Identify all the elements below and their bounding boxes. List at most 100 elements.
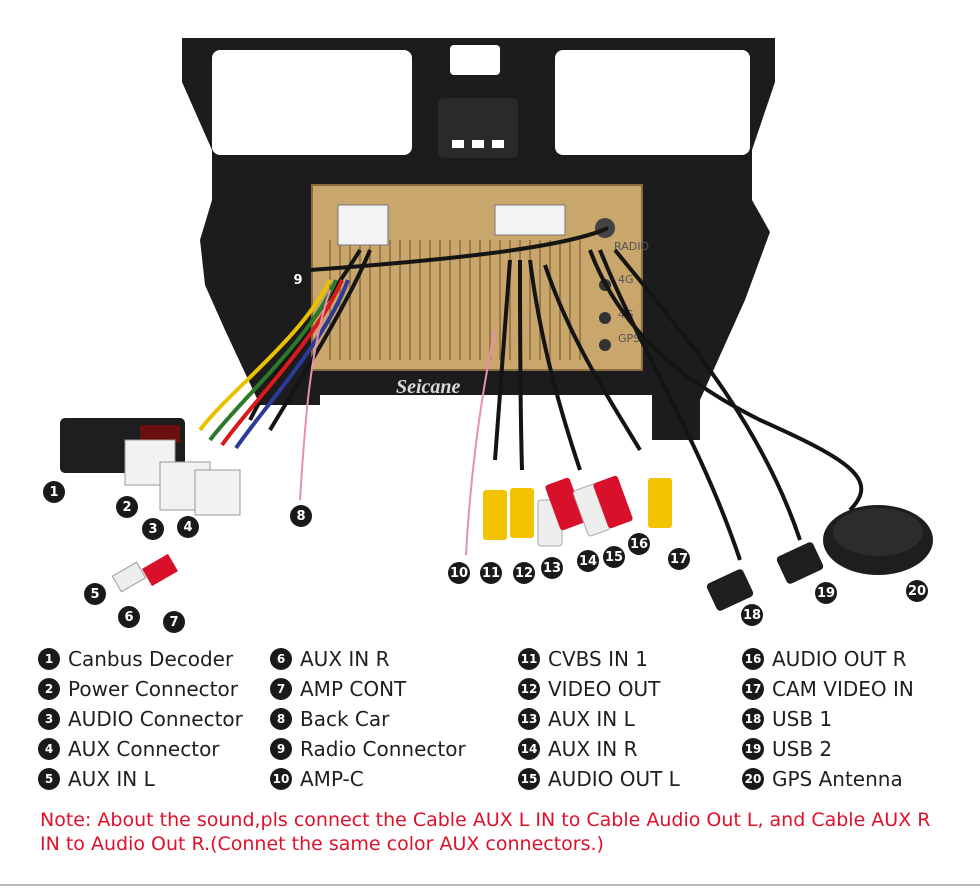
radio-port-label: RADIO bbox=[614, 240, 649, 253]
legend-label: Back Car bbox=[300, 707, 390, 731]
legend-item: 17 CAM VIDEO IN bbox=[742, 674, 914, 704]
usb-2-connector bbox=[776, 542, 824, 584]
legend-label: USB 2 bbox=[772, 737, 833, 761]
callout-badge: 17 bbox=[668, 548, 690, 570]
legend-label: Power Connector bbox=[68, 677, 238, 701]
aux-in-l-plug bbox=[111, 561, 147, 593]
legend-item: 14 AUX IN R bbox=[518, 734, 680, 764]
legend-label: AUDIO OUT R bbox=[772, 647, 907, 671]
legend-number: 14 bbox=[518, 738, 540, 760]
legend-label: AUX IN R bbox=[548, 737, 638, 761]
legend-number: 4 bbox=[38, 738, 60, 760]
legend-label: AMP CONT bbox=[300, 677, 407, 701]
frame-window-right bbox=[555, 50, 750, 155]
frame-window-left bbox=[212, 50, 412, 155]
callout-badge: 18 bbox=[741, 604, 763, 626]
legend-label: AUX IN R bbox=[300, 647, 390, 671]
callout-badge: 7 bbox=[163, 611, 185, 633]
legend-label: GPS Antenna bbox=[772, 767, 903, 791]
legend-number: 12 bbox=[518, 678, 540, 700]
legend-number: 3 bbox=[38, 708, 60, 730]
rca-video-out bbox=[510, 488, 534, 538]
legend-number: 9 bbox=[270, 738, 292, 760]
legend-item: 9 Radio Connector bbox=[270, 734, 466, 764]
legend-number: 2 bbox=[38, 678, 60, 700]
divider bbox=[0, 884, 980, 886]
legend-number: 8 bbox=[270, 708, 292, 730]
legend-number: 6 bbox=[270, 648, 292, 670]
legend-item: 12 VIDEO OUT bbox=[518, 674, 680, 704]
legend-item: 16 AUDIO OUT R bbox=[742, 644, 914, 674]
legend-item: 15 AUDIO OUT L bbox=[518, 764, 680, 794]
cable-bundle bbox=[248, 226, 864, 561]
callout-badge: 20 bbox=[906, 580, 928, 602]
legend-item: 20 GPS Antenna bbox=[742, 764, 914, 794]
legend-column-1: 1 Canbus Decoder 2 Power Connector 3 AUDIO … bbox=[38, 644, 243, 794]
rca-cam-video-in bbox=[648, 478, 672, 528]
rca-cvbs-in-1 bbox=[483, 490, 507, 540]
legend-number: 10 bbox=[270, 768, 292, 790]
callout-badge: 16 bbox=[628, 533, 650, 555]
callout-badge: 2 bbox=[116, 496, 138, 518]
legend-number: 17 bbox=[742, 678, 764, 700]
rear-port-block bbox=[494, 204, 566, 236]
legend-number: 11 bbox=[518, 648, 540, 670]
legend-item: 18 USB 1 bbox=[742, 704, 914, 734]
wiring-diagram: RADIO 4G 4G GPS Seicane bbox=[43, 38, 933, 633]
legend-number: 1 bbox=[38, 648, 60, 670]
legend-label: AMP-C bbox=[300, 767, 364, 791]
gps-port-label: GPS bbox=[618, 332, 640, 345]
rca-audio-out-r bbox=[593, 475, 633, 529]
callout-badge: 12 bbox=[513, 562, 535, 584]
aux-in-r-plug bbox=[142, 553, 178, 587]
sound-connection-note: Note: About the sound,pls connect the Ca… bbox=[40, 809, 931, 855]
legend-label: Radio Connector bbox=[300, 737, 466, 761]
legend-label: AUDIO OUT L bbox=[548, 767, 680, 791]
callout-badge: 4 bbox=[177, 516, 199, 538]
aux-connector bbox=[194, 469, 241, 516]
legend-item: 8 Back Car bbox=[270, 704, 466, 734]
legend-number: 15 bbox=[518, 768, 540, 790]
callout-badge: 9 bbox=[287, 269, 309, 291]
legend-label: VIDEO OUT bbox=[548, 677, 661, 701]
rear-port-block bbox=[337, 204, 389, 246]
legend-label: AUX IN L bbox=[548, 707, 635, 731]
legend-item: 5 AUX IN L bbox=[38, 764, 243, 794]
legend-label: AUDIO Connector bbox=[68, 707, 243, 731]
legend-number: 20 bbox=[742, 768, 764, 790]
legend-item: 11 CVBS IN 1 bbox=[518, 644, 680, 674]
legend-label: AUX IN L bbox=[68, 767, 155, 791]
legend-number: 5 bbox=[38, 768, 60, 790]
callout-badge: 6 bbox=[118, 606, 140, 628]
rca-aux-in-r bbox=[545, 477, 585, 531]
4g-port-label: 4G bbox=[618, 273, 634, 286]
watermark: Seicane bbox=[396, 376, 461, 398]
legend-item: 2 Power Connector bbox=[38, 674, 243, 704]
legend-item: 6 AUX IN R bbox=[270, 644, 466, 674]
stereo-unit-illustration: RADIO 4G 4G GPS Seicane bbox=[60, 38, 933, 611]
callout-badge: 1 bbox=[43, 481, 65, 503]
legend-item: 3 AUDIO Connector bbox=[38, 704, 243, 734]
callout-badge: 11 bbox=[480, 562, 502, 584]
usb-1-connector bbox=[706, 569, 754, 611]
legend-label: Canbus Decoder bbox=[68, 647, 234, 671]
legend-item: 10 AMP-C bbox=[270, 764, 466, 794]
callout-badge: 3 bbox=[142, 518, 164, 540]
legend-number: 16 bbox=[742, 648, 764, 670]
legend-item: 4 AUX Connector bbox=[38, 734, 243, 764]
callout-badge: 13 bbox=[541, 557, 563, 579]
rca-plug-group bbox=[483, 475, 672, 547]
legend-label: CAM VIDEO IN bbox=[772, 677, 914, 701]
callout-badge: 14 bbox=[577, 550, 599, 572]
legend-label: CVBS IN 1 bbox=[548, 647, 649, 671]
legend-label: AUX Connector bbox=[68, 737, 220, 761]
legend-number: 18 bbox=[742, 708, 764, 730]
legend-label: USB 1 bbox=[772, 707, 833, 731]
